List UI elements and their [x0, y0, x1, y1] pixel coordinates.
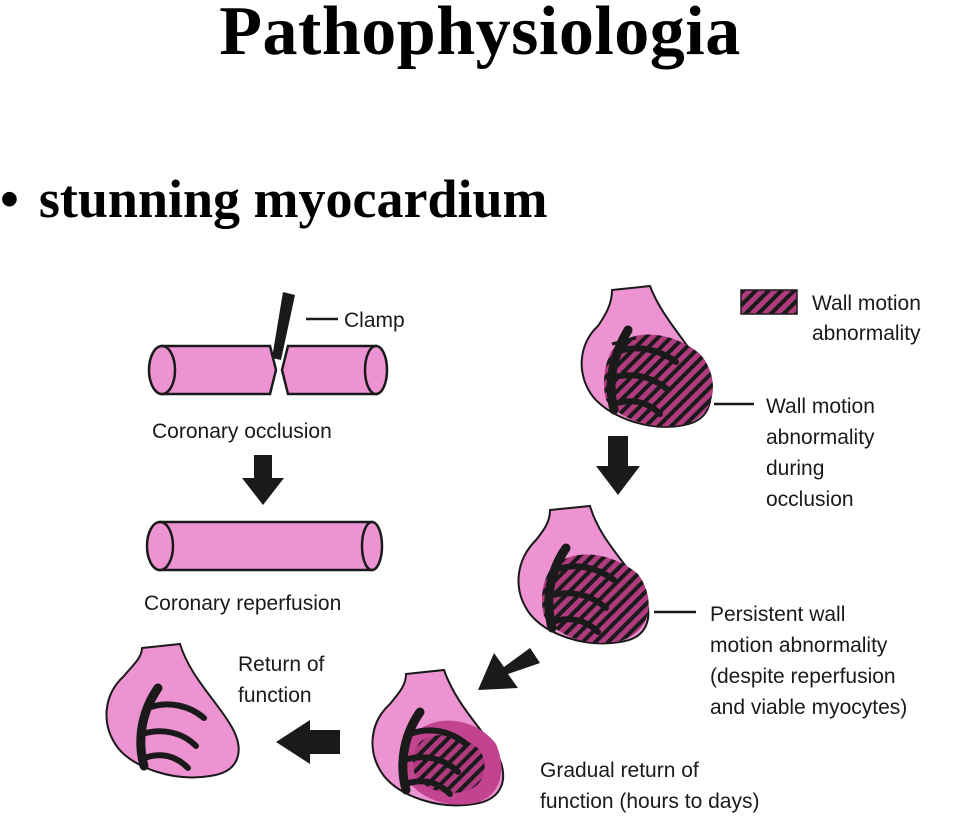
- arrow-down-left-icon: [242, 455, 284, 505]
- heart-persistent: [517, 504, 650, 645]
- bullet-item: • stunning myocardium: [0, 168, 548, 230]
- label-persistent-2: motion abnormality: [710, 634, 888, 657]
- heart-gradual: [371, 668, 505, 807]
- label-persistent-4: and viable myocytes): [710, 696, 907, 719]
- label-wall-motion-occlusion-3: during: [766, 457, 824, 480]
- label-return-of-function-1: Return of: [238, 653, 325, 676]
- label-coronary-occlusion: Coronary occlusion: [152, 420, 332, 443]
- bullet-text: stunning myocardium: [38, 169, 548, 229]
- heart-occlusion: [580, 284, 713, 428]
- legend-label-2: abnormality: [812, 322, 921, 345]
- occluded-vessel: [147, 344, 389, 396]
- label-clamp: Clamp: [344, 309, 405, 332]
- label-return-of-function-2: function: [238, 684, 312, 707]
- heart-recovered: [105, 642, 240, 779]
- bullet-dot: •: [0, 169, 19, 229]
- label-persistent-1: Persistent wall: [710, 603, 845, 626]
- legend-swatch: [740, 289, 798, 315]
- reperfused-vessel: [145, 520, 384, 572]
- label-gradual-2: function (hours to days): [540, 790, 759, 813]
- label-persistent-3: (despite reperfusion: [710, 665, 896, 688]
- label-gradual-1: Gradual return of: [540, 759, 699, 782]
- arrow-diagonal-icon: [478, 648, 540, 690]
- page-title: Pathophysiologia: [219, 0, 741, 70]
- legend-label-1: Wall motion: [812, 292, 921, 315]
- label-wall-motion-occlusion-4: occlusion: [766, 488, 854, 511]
- arrow-down-right-icon: [596, 436, 640, 495]
- clamp-icon: [272, 292, 338, 360]
- label-wall-motion-occlusion-2: abnormality: [766, 426, 875, 449]
- label-coronary-reperfusion: Coronary reperfusion: [144, 592, 341, 615]
- arrow-left-icon: [276, 720, 340, 764]
- label-wall-motion-occlusion-1: Wall motion: [766, 395, 875, 418]
